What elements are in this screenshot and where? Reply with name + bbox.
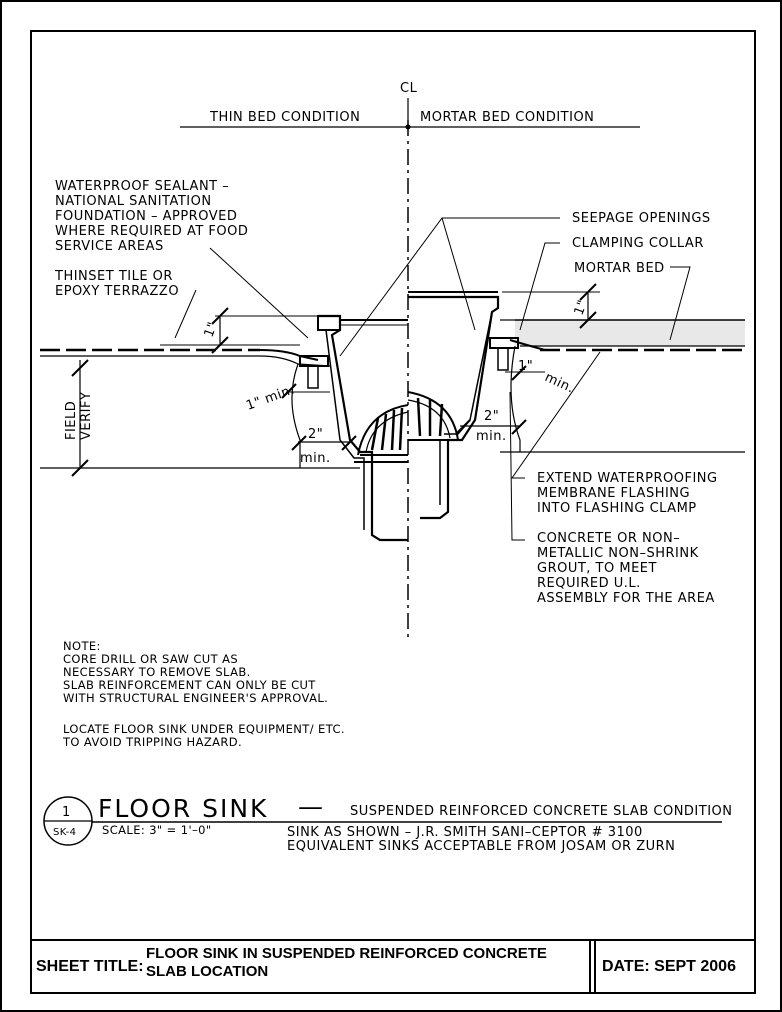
mortar-bed-condition-label: MORTAR BED CONDITION xyxy=(420,110,594,125)
detail-title: 1 SK-4 FLOOR SINK — SUSPENDED REINFORCED… xyxy=(43,792,733,854)
dim-two-inch-right: 2" xyxy=(484,409,499,424)
title-block: SHEET TITLE: FLOOR SINK IN SUSPENDED REI… xyxy=(31,939,755,993)
general-notes: NOTE: CORE DRILL OR SAW CUT AS NECESSARY… xyxy=(62,639,349,749)
detail-number: 1 xyxy=(62,805,71,820)
centerline-symbol: CL xyxy=(400,81,418,96)
clamping-collar-label: CLAMPING COLLAR xyxy=(572,236,704,251)
dim-two-inch-left: 2" xyxy=(308,427,323,442)
waterproof-sealant-note: WATERPROOF SEALANT – NATIONAL SANITATION… xyxy=(55,179,253,254)
concrete-grout-note: CONCRETE OR NON– METALLIC NON–SHRINK GRO… xyxy=(537,531,715,606)
detail-sheet-ref: SK-4 xyxy=(53,827,76,838)
dim-one-inch-left: 1" xyxy=(202,320,221,339)
dim-one-inch-min-right: 1" xyxy=(518,359,533,374)
thinset-tile-note: THINSET TILE OR EPOXY TERRAZZO xyxy=(54,269,179,299)
inner-border xyxy=(30,30,756,994)
dim-min-right-lower: min. xyxy=(476,429,507,444)
detail-subtitle: SUSPENDED REINFORCED CONCRETE SLAB CONDI… xyxy=(350,804,733,819)
detail-title-text: FLOOR SINK xyxy=(98,794,268,823)
detail-scale: SCALE: 3" = 1'–0" xyxy=(102,823,212,837)
dim-one-inch-right: 1" xyxy=(572,298,591,317)
detail-spec: SINK AS SHOWN – J.R. SMITH SANI–CEPTOR #… xyxy=(287,825,675,854)
dim-min-left: min. xyxy=(300,451,331,466)
sheet-title-label: SHEET TITLE: xyxy=(36,958,144,975)
section-drawing xyxy=(40,217,745,542)
seepage-openings-label: SEEPAGE OPENINGS xyxy=(572,211,711,226)
sheet-title-value: FLOOR SINK IN SUSPENDED REINFORCED CONCR… xyxy=(146,945,551,980)
centerline-group: CL THIN BED CONDITION MORTAR BED CONDITI… xyxy=(180,81,640,640)
annotations: WATERPROOF SEALANT – NATIONAL SANITATION… xyxy=(54,179,722,606)
mortar-bed-label: MORTAR BED xyxy=(574,261,665,276)
extend-membrane-note: EXTEND WATERPROOFING MEMBRANE FLASHING I… xyxy=(537,471,722,516)
field-verify-label: FIELD VERIFY xyxy=(64,392,94,440)
sheet-date: DATE: SEPT 2006 xyxy=(602,958,736,975)
thin-bed-condition-label: THIN BED CONDITION xyxy=(209,110,360,125)
detail-title-dash: — xyxy=(298,792,325,821)
